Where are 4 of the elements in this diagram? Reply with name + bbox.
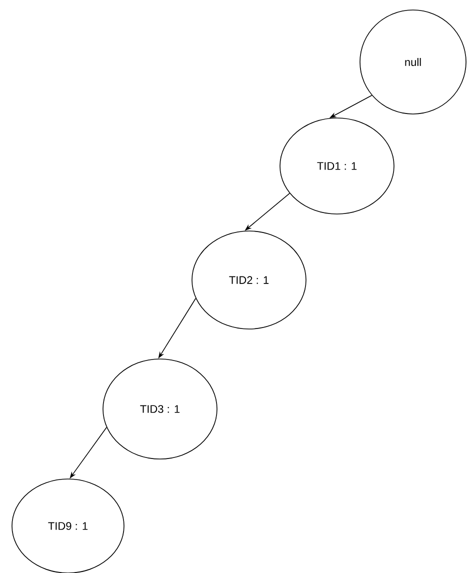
ellipse-node: null: [360, 10, 466, 114]
ellipse-node: TID2 : 1: [192, 230, 306, 330]
ellipse-node: TID3 : 1: [102, 358, 218, 460]
ellipse-node: TID1 : 1: [280, 118, 394, 214]
